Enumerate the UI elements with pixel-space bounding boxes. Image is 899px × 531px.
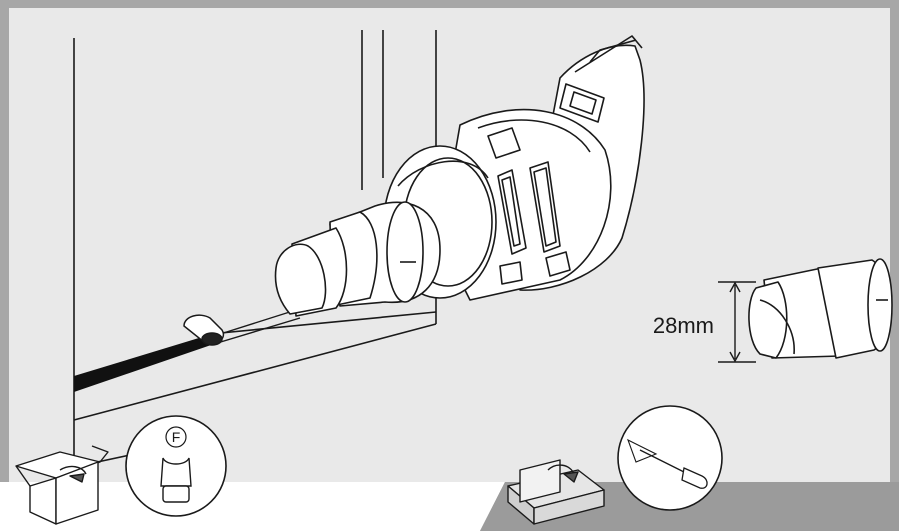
open-box-icon <box>15 445 109 525</box>
clip-holder-icon <box>507 459 605 525</box>
dimension-label: 28mm <box>653 313 714 338</box>
nozzle-detail <box>748 258 893 359</box>
nozzle-f-icon <box>125 415 227 517</box>
nozzle-badge-letter: F <box>172 429 181 445</box>
heat-gun <box>274 35 645 317</box>
dimension-indicator <box>718 281 756 363</box>
screwdriver-icon <box>617 405 723 511</box>
cable-tab <box>183 314 225 346</box>
bottom-strip-slant <box>470 482 505 531</box>
cable <box>74 309 301 392</box>
